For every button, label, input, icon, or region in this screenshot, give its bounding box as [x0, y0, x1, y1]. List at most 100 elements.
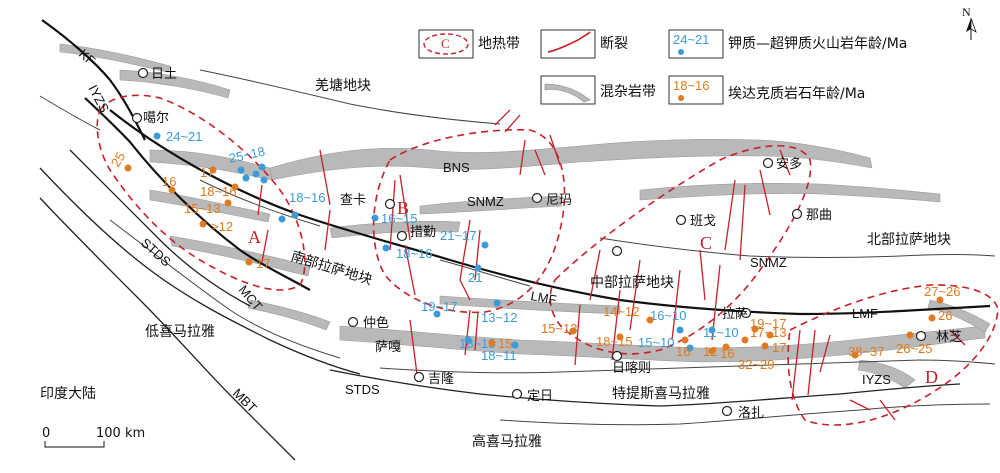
- snmz-east-label: SNMZ: [750, 255, 787, 270]
- iyzs-east-label: IYZS: [862, 372, 891, 387]
- adakite-age: 17: [200, 165, 214, 180]
- adakite-age: 18~16: [200, 184, 237, 199]
- central-lhasa-label: 中部拉萨地块: [590, 275, 674, 291]
- k-rock-samples: 24~21 25~18 18~16 16~15 18~16 21~17 21 1…: [153, 129, 739, 363]
- zone-b-outline: [372, 128, 566, 314]
- k-age: 16~10: [650, 308, 687, 323]
- adakite-age: 15~13: [541, 321, 578, 336]
- legend-geothermal-label: 地热带: [478, 36, 520, 52]
- adakite-age: 16: [676, 344, 690, 359]
- city-jilong: 吉隆: [428, 372, 454, 387]
- k-age: 24~21: [166, 129, 203, 144]
- k-age: 18~11: [481, 348, 517, 363]
- iyzs-west-line: [84, 97, 311, 291]
- cities: 日土 噶尔 查卡 措勤 尼玛 班戈 安多 那曲 仲色 萨嘎 吉隆 定日 日喀则 …: [131, 67, 962, 421]
- city-ritu: 日土: [151, 67, 177, 82]
- stds-west-line: [69, 149, 251, 307]
- geologic-lines: [39, 19, 996, 461]
- adakite-age: 16: [720, 346, 734, 361]
- k-age: 18~16: [396, 246, 433, 261]
- adakite-age: 14~12: [603, 304, 640, 319]
- bns-label: BNS: [443, 160, 470, 175]
- k-age: 21~17: [440, 228, 477, 243]
- high-himalaya-label: 高喜马拉雅: [472, 433, 542, 450]
- city-luozha: 洛扎: [738, 406, 764, 421]
- mbt-label: MBT: [230, 386, 260, 416]
- legend-k-range: 24~21: [673, 32, 710, 47]
- adakite-age: 12: [703, 344, 717, 359]
- adakite-age: 17: [256, 256, 270, 271]
- adakite-age: 18~15: [596, 334, 633, 349]
- adakite-age: >12: [211, 219, 233, 234]
- city-saga: 萨嘎: [375, 340, 401, 355]
- zone-label-b: B: [397, 198, 409, 218]
- adakite-age: 26~25: [896, 341, 933, 356]
- geothermal-zones: [96, 94, 999, 426]
- city-bange: 班戈: [690, 214, 716, 229]
- adakite-age: 15~13: [184, 201, 221, 216]
- k-age: 18~13: [459, 336, 496, 351]
- qiangtang-label: 羌塘地块: [315, 78, 371, 94]
- adakite-age: 16: [162, 174, 176, 189]
- zone-label-d: D: [925, 367, 938, 387]
- stds-south-line: [329, 369, 961, 407]
- snmz-lmf-line: [109, 109, 991, 316]
- lmf-central-label: LMF: [529, 288, 557, 307]
- adakite-age: 38~37: [848, 344, 885, 359]
- city-chaka: 查卡: [340, 193, 366, 208]
- scale-bar: 0 100 km: [42, 426, 145, 448]
- scale-zero: 0: [42, 426, 50, 441]
- north-lhasa-label: 北部拉萨地块: [867, 232, 951, 248]
- zone-label-c: C: [700, 233, 712, 253]
- k-age: 19~17: [421, 299, 458, 314]
- city-cuoqin: 措勤: [410, 225, 436, 240]
- k-age: 25~18: [228, 144, 267, 166]
- adakite-age: 19~17: [750, 316, 787, 331]
- mbt-line: [39, 197, 296, 461]
- zone-a-outline: [96, 94, 306, 291]
- adakite-age: 27~26: [924, 284, 961, 299]
- lmf-east-label: LMF: [852, 306, 878, 321]
- north-arrow: N: [962, 5, 977, 40]
- city-zhongse: 仲色: [363, 315, 389, 331]
- adakite-age: 15: [498, 336, 512, 351]
- scale-label: 100 km: [96, 426, 145, 441]
- low-himalaya-label: 低喜马拉雅: [145, 324, 215, 340]
- adakite-age: 17~13: [750, 325, 787, 340]
- city-anduo: 安多: [776, 156, 802, 172]
- city-linzhi: 林芝: [936, 329, 962, 345]
- k-age: 15~10: [638, 335, 675, 350]
- stds-south-label: STDS: [345, 382, 380, 397]
- city-lasa: 拉萨: [722, 307, 748, 322]
- block-labels: 羌塘地块 北部拉萨地块 中部拉萨地块 南部拉萨地块 特提斯喜马拉雅 高喜马拉雅 …: [40, 78, 951, 450]
- city-gaer: 噶尔: [143, 111, 169, 126]
- tethys-himalaya-label: 特提斯喜马拉雅: [612, 386, 710, 402]
- k-age: 21: [468, 270, 482, 285]
- legend-geothermal-symbol: C: [441, 36, 450, 51]
- legend-melange-label: 混杂岩带: [600, 84, 656, 100]
- india-label: 印度大陆: [40, 386, 96, 402]
- adakite-age: 17: [772, 340, 786, 355]
- legend-fault-label: 断裂: [600, 36, 628, 52]
- adakite-samples: 25 17 16 18~16 15~13 >12 17 15 15~13 14~…: [108, 149, 961, 372]
- city-dingri: 定日: [527, 389, 553, 404]
- iyzs-west-label: IYZS: [85, 82, 112, 115]
- adakite-age: 25: [108, 149, 128, 169]
- legend-adakite-label: 埃达克质岩石年龄/Ma: [728, 86, 865, 102]
- adakite-age: 26: [938, 308, 952, 323]
- city-nima: 尼玛: [546, 193, 572, 208]
- north-label: N: [962, 5, 971, 19]
- city-naqu: 那曲: [806, 208, 832, 223]
- snmz-west-label: SNMZ: [467, 194, 504, 209]
- city-rikaze: 日喀则: [612, 360, 651, 376]
- mct-line: [39, 167, 361, 375]
- zone-c-outline: [549, 145, 812, 355]
- k-age: 11~10: [703, 325, 739, 340]
- legend: C 地热带 断裂 24~21 钾质—超钾质火山岩年龄/Ma 混杂岩带 18~16…: [418, 29, 907, 105]
- zone-labels: A B C D: [248, 198, 938, 387]
- k-age: 18~16: [289, 190, 326, 205]
- legend-adakite-range: 18~16: [673, 78, 710, 93]
- k-age: 16~15: [381, 211, 418, 226]
- legend-k-label: 钾质—超钾质火山岩年龄/Ma: [728, 36, 907, 52]
